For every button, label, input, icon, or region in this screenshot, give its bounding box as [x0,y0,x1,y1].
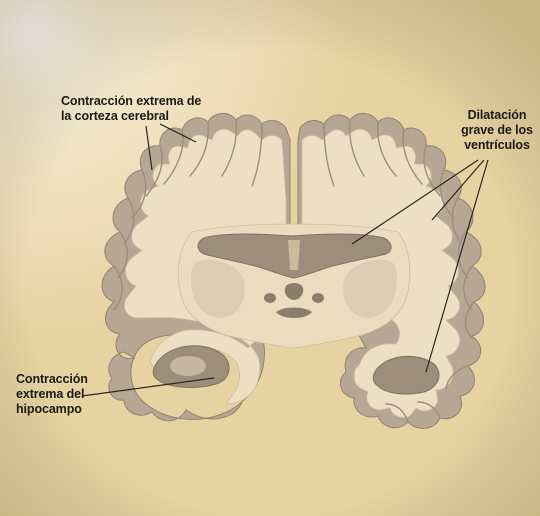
label-hippocampus-shrinkage: Contracción extrema del hipocampo [16,372,88,417]
label-ventricle-dilation: Dilatación grave de los ventrículos [452,108,540,153]
left-hippocampus [170,356,206,376]
right-small-cavity [312,293,324,303]
ventricle-septum [288,240,300,270]
label-cortex-shrinkage: Contracción extrema de la corteza cerebr… [61,94,201,124]
left-small-cavity [264,293,276,303]
